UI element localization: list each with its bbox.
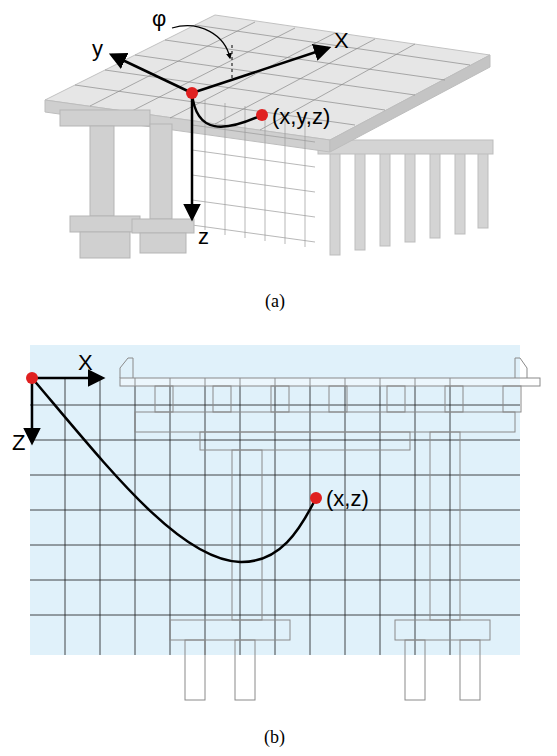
panel-caption: (b) <box>264 728 285 746</box>
axis-label: z <box>198 226 209 248</box>
axis-label: φ <box>152 8 166 30</box>
axis-label: (x,y,z) <box>272 106 330 128</box>
axis-label: X <box>78 352 93 374</box>
axis-label: Z <box>12 432 25 454</box>
axis-label: X <box>334 30 349 52</box>
bridge-section <box>26 345 540 700</box>
axis-label: y <box>92 38 103 60</box>
panel-caption: (a) <box>265 292 285 310</box>
axis-label: (x,z) <box>326 488 369 510</box>
bridge-3d <box>45 15 493 258</box>
